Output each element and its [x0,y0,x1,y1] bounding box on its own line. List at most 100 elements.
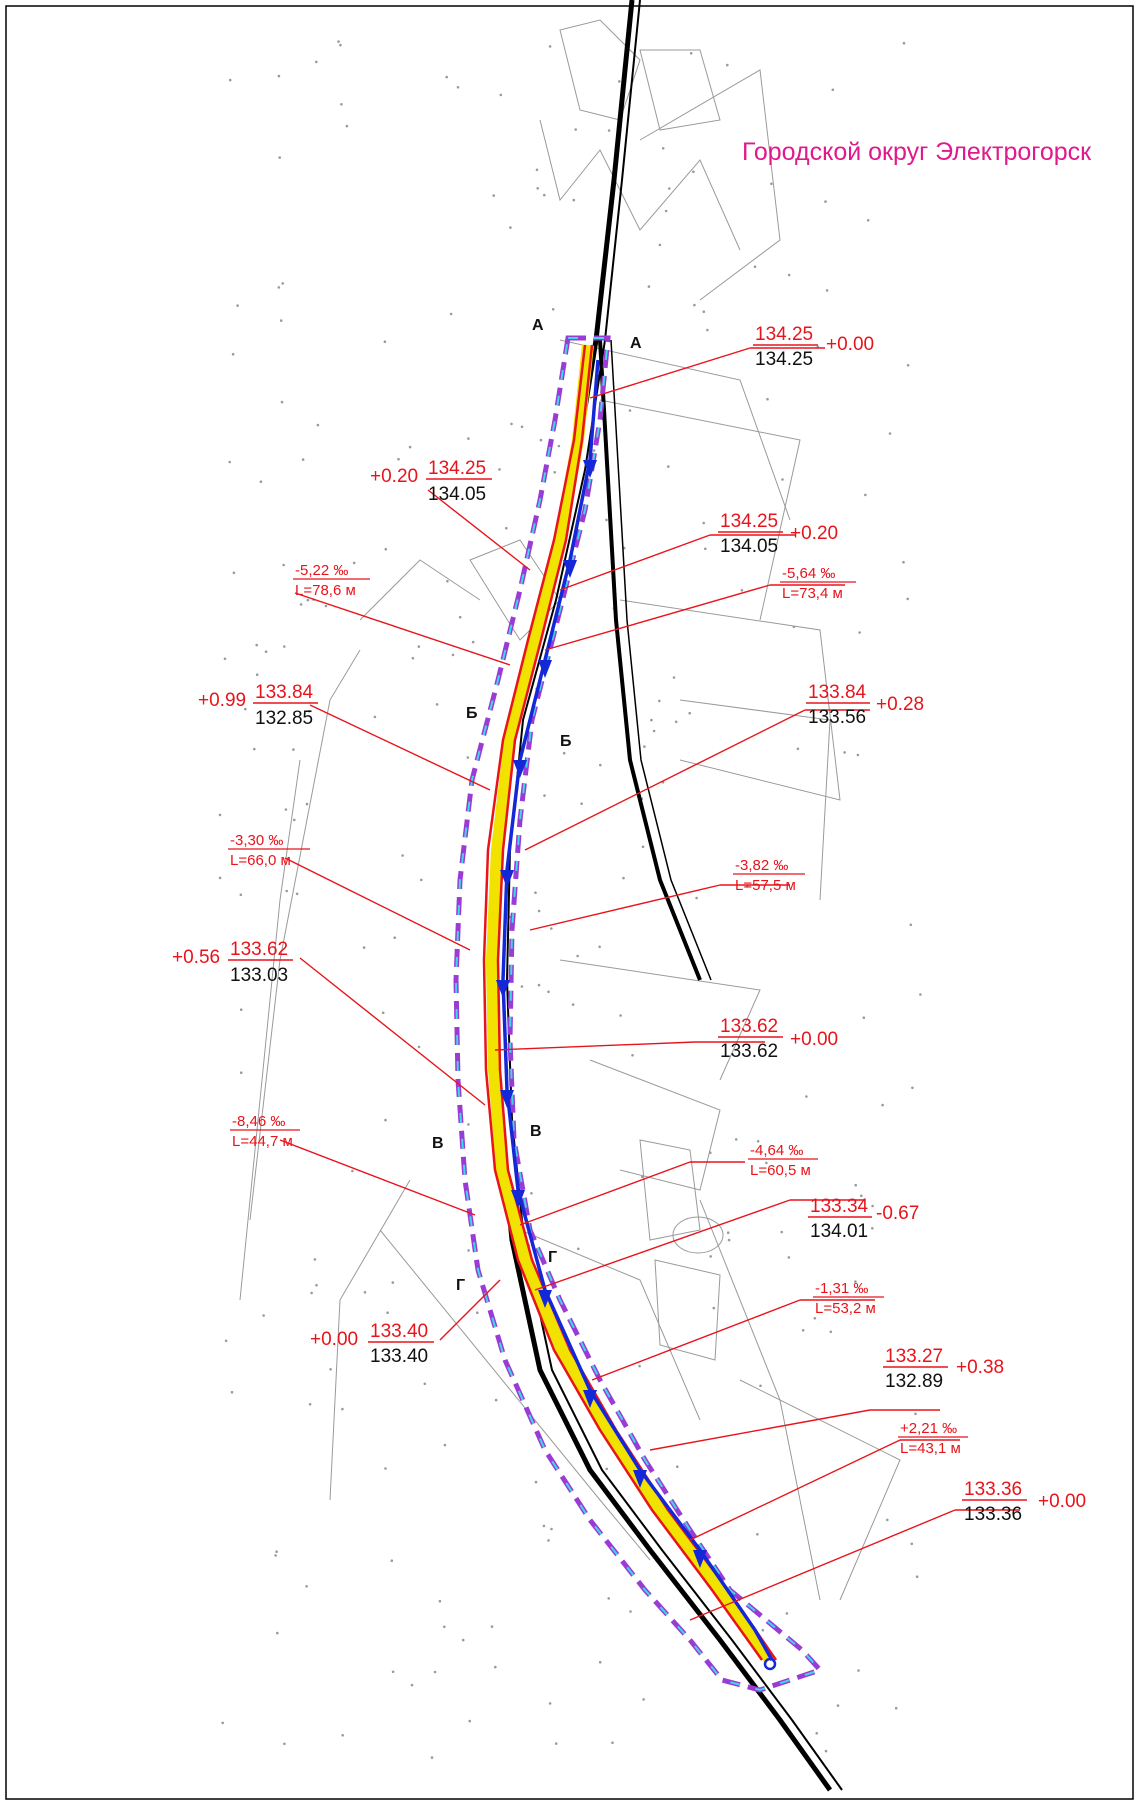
survey-point [824,1749,828,1753]
survey-point [543,193,546,197]
survey-point [746,885,749,888]
survey-point [277,74,281,78]
elevation-mark: 134.25 134.05 +0.20 [718,511,838,557]
survey-point [383,340,387,344]
survey-point [534,1480,538,1484]
existing-elevation: 134.05 [428,484,486,505]
survey-point [709,1255,712,1258]
survey-point [740,589,744,592]
survey-point [281,282,285,285]
existing-elevation: 133.62 [720,1041,778,1062]
slope-grade: -4,64 ‰ [750,1142,803,1159]
survey-point [397,457,400,461]
survey-point [352,561,356,565]
survey-point [642,1698,645,1701]
survey-point [576,954,579,958]
outlet-marker [763,1657,777,1671]
survey-point [638,1364,641,1368]
survey-point [542,1524,546,1528]
section-marker: А [532,317,544,334]
survey-point [262,1314,265,1317]
survey-point [607,129,611,132]
survey-point [909,923,913,927]
slope-label: -3,30 ‰ L=66,0 м [228,832,310,869]
survey-point [766,397,769,401]
existing-elevation: 132.85 [255,708,313,729]
survey-point [607,1597,610,1600]
survey-point [293,818,296,822]
survey-point [547,1539,550,1542]
survey-point [577,1247,580,1251]
existing-elevation: 134.25 [755,349,813,370]
survey-point [881,1103,884,1107]
design-elevation: 133.34 [810,1196,869,1217]
survey-point [702,310,706,314]
existing-elevation: 133.56 [808,707,866,728]
survey-point [640,1175,644,1179]
survey-point [384,1467,387,1470]
survey-point [796,747,800,751]
survey-point [693,303,696,307]
survey-point [553,471,556,474]
slope-length: L=78,6 м [295,582,356,599]
survey-point [886,1518,889,1522]
slope-length: L=53,2 м [815,1300,876,1317]
survey-point [831,88,835,92]
survey-point [765,1161,768,1165]
survey-point [471,640,475,644]
survey-point [780,1230,783,1234]
survey-point [761,1628,765,1632]
survey-point [618,80,621,83]
survey-point [580,802,583,805]
slope-label: -5,64 ‰ L=73,4 м [780,565,856,602]
survey-point [915,1575,919,1578]
survey-point [709,1151,712,1154]
design-elevation: 133.84 [255,682,314,703]
slope-label: +2,21 ‰ L=43,1 м [898,1420,968,1457]
survey-point [871,1227,874,1230]
survey-point [301,458,305,461]
survey-point [381,1011,385,1015]
survey-point [456,86,460,89]
survey-point [599,763,602,767]
survey-point [650,718,653,722]
survey-point [763,153,767,156]
survey-point [351,1169,354,1173]
survey-point [536,187,539,190]
section-marker: В [530,1123,542,1140]
survey-point [726,1231,730,1234]
survey-point [420,878,423,882]
survey-point [494,1398,498,1402]
survey-point [543,794,546,797]
survey-point [308,1403,312,1406]
survey-point [854,1183,857,1187]
survey-point [423,1382,427,1386]
survey-point [857,1669,860,1672]
survey-point [509,226,512,229]
survey-point [283,645,286,648]
survey-point [534,891,537,894]
survey-point [373,715,377,719]
survey-point [704,547,707,551]
survey-point [641,845,645,849]
survey-point [218,813,222,817]
survey-point [548,1702,552,1705]
survey-point [547,990,550,994]
survey-point [813,1317,817,1320]
survey-point [756,1140,760,1143]
survey-point [259,480,263,484]
survey-point [386,1311,389,1314]
survey-point [443,1443,447,1447]
survey-point [438,1599,442,1603]
survey-point [362,946,366,949]
survey-point [888,432,892,435]
elevation-mark: +0.00 133.40 133.40 [310,1321,434,1367]
survey-point [391,1670,395,1674]
survey-point [324,604,328,608]
survey-point [433,1670,437,1674]
leader-lines [279,347,1020,1621]
survey-point [551,308,555,311]
survey-point [282,563,285,567]
elevation-delta: +0.20 [790,523,838,544]
